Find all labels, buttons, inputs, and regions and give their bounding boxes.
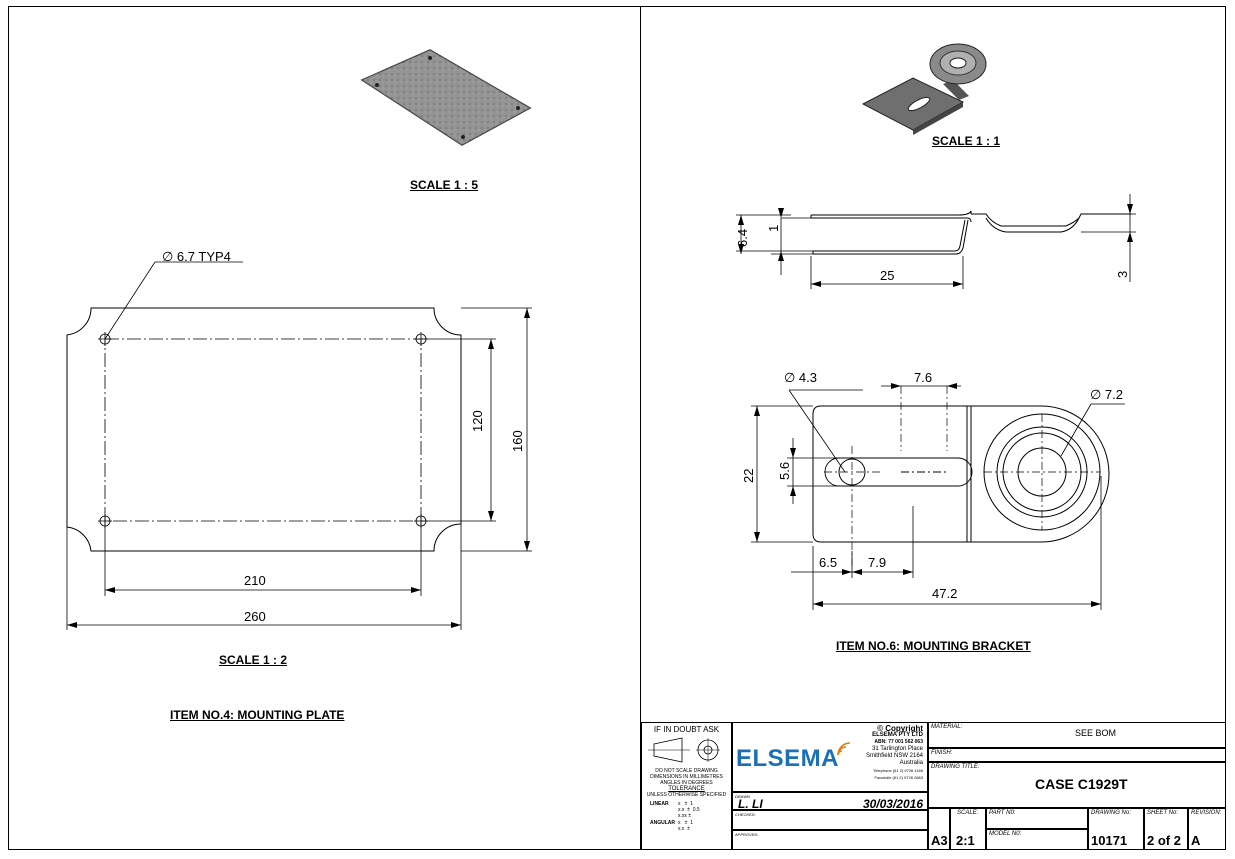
bracket-dim-7-6: 7.6	[914, 370, 933, 385]
bracket-dim-6-5: 6.5	[819, 555, 838, 570]
mounting-bracket-drawing	[736, 43, 1136, 610]
bracket-dim-5-6: 5.6	[777, 461, 792, 480]
bracket-dim-25: 25	[880, 268, 895, 283]
angular-tolerance-values: x ± 1 x.x ±	[678, 820, 693, 832]
drawing-title-cell: DRAWING TITLE: CASE C1929T	[928, 762, 1226, 808]
scale-cell: SCALE: 2:1	[950, 808, 986, 850]
tolerance-heading: TOLERANCE	[668, 786, 705, 792]
title-block: IF IN DOUBT ASK DO NOT SCALE DRAWING DIM…	[641, 722, 1226, 850]
revision-value: A	[1191, 833, 1201, 848]
company-name: ELSEMA PTY LTD	[872, 732, 923, 738]
company-abn: ABN: 77 001 562 063	[874, 739, 923, 745]
angles-note: ANGLES IN DEGREES	[660, 780, 713, 786]
bracket-side-view	[810, 210, 1131, 255]
company-cell: ELSEMA © Copyright ELSEMA PTY LTD ABN: 7…	[732, 722, 928, 792]
bracket-dim-47-2: 47.2	[932, 586, 958, 601]
model-no-cell: MODEL N0:	[986, 829, 1088, 850]
no-scale-note: DO NOT SCALE DRAWING	[655, 768, 718, 774]
address-line2: Smithfield NSW 2164	[865, 753, 923, 759]
phone-number: Telephone (61 2) 9726 1166	[873, 768, 923, 773]
bracket-dim-7-9: 7.9	[868, 555, 887, 570]
sheet-size: A3	[931, 833, 948, 848]
sheet-cell: SHEET No: 2 of 2	[1144, 808, 1188, 850]
linear-tolerance-values: x ± 1 x.x ± 0.5 x.xx ±	[678, 801, 700, 819]
plate-hole-callout: ∅ 6.7 TYP4	[162, 249, 231, 264]
signal-waves-icon	[837, 742, 851, 756]
plate-item-title: ITEM NO.4: MOUNTING PLATE	[170, 708, 345, 722]
plate-outline	[66, 307, 462, 552]
address-line1: 31 Tarlington Place	[872, 746, 923, 752]
drawing-frame	[8, 6, 1226, 850]
revision-cell: REVISION: A	[1188, 808, 1226, 850]
drawing-no-label: DRAWING No:	[1091, 810, 1131, 816]
copyright-label: © Copyright	[877, 724, 923, 733]
checked-label: CHECKED:	[735, 812, 756, 817]
bracket-isometric-view	[861, 43, 987, 135]
bracket-dim-22: 22	[741, 468, 756, 483]
unless-note: UNLESS OTHERWISE SPECIFIED	[646, 792, 727, 798]
projection-symbol-icon	[648, 737, 720, 763]
fax-number: Facsimile (61 2) 9726 2663	[874, 775, 923, 780]
bracket-dim-1: 1	[766, 224, 781, 232]
bracket-dim-hole-large: ∅ 7.2	[1090, 387, 1124, 402]
plate-dim-260: 260	[244, 609, 266, 624]
plate-isometric-view	[360, 49, 532, 146]
material-label: MATERIAL:	[931, 724, 963, 730]
scale-value: 2:1	[956, 833, 975, 848]
approved-cell: APPROVED:	[732, 830, 928, 850]
model-no-label: MODEL N0:	[989, 831, 1022, 837]
approved-label: APPROVED:	[735, 832, 759, 837]
plate-dim-210: 210	[244, 573, 266, 588]
plate-iso-scale-label: SCALE 1 : 5	[410, 178, 479, 192]
sheet-number: 2 of 2	[1147, 833, 1181, 848]
material-cell: MATERIAL: SEE BOM	[928, 722, 1226, 748]
bracket-dim-hole-small: ∅ 4.3	[784, 370, 818, 385]
drawn-cell: DRAWN L. LI 30/03/2016	[732, 792, 928, 810]
material-value: SEE BOM	[1075, 728, 1117, 738]
drawing-title: CASE C1929T	[1035, 776, 1128, 792]
plate-dim-120: 120	[470, 410, 485, 432]
drawn-date: 30/03/2016	[862, 797, 923, 810]
checked-cell: CHECKED:	[732, 810, 928, 830]
drawn-by: L. LI	[738, 797, 763, 810]
bracket-dim-6-4: 6.4	[735, 228, 750, 247]
angular-tolerance-label: ANGULAR	[650, 820, 675, 826]
sheet-label: SHEET No:	[1147, 810, 1179, 816]
size-cell: A3	[928, 808, 950, 850]
finish-label: FINISH:	[931, 750, 953, 756]
plate-scale-label: SCALE 1 : 2	[219, 653, 288, 667]
scale-label: SCALE:	[957, 810, 979, 816]
part-no-label: PART N0:	[989, 810, 1016, 816]
address-country: Australia	[899, 760, 923, 766]
revision-label: REVISION:	[1191, 810, 1222, 816]
drawing-title-label: DRAWING TITLE:	[931, 764, 980, 770]
finish-cell: FINISH:	[928, 748, 1226, 762]
part-no-cell: PART N0:	[986, 808, 1088, 829]
tolerance-cell: IF IN DOUBT ASK DO NOT SCALE DRAWING DIM…	[641, 722, 732, 850]
elsema-logo: ELSEMA	[736, 745, 840, 772]
bracket-dim-3: 3	[1115, 270, 1130, 278]
bracket-front-view	[812, 405, 1110, 543]
drawing-no-cell: DRAWING No: 10171	[1088, 808, 1144, 850]
sheet-divider	[640, 6, 641, 850]
plate-dim-160: 160	[510, 430, 525, 452]
bracket-iso-scale-label: SCALE 1 : 1	[932, 134, 1001, 148]
linear-tolerance-label: LINEAR	[650, 801, 669, 807]
mounting-plate-drawing	[66, 49, 532, 630]
units-note: DIMENSIONS IN MILLIMETRES	[650, 774, 723, 780]
bracket-item-title: ITEM NO.6: MOUNTING BRACKET	[836, 639, 1031, 653]
drawn-label: DRAWN	[735, 794, 751, 799]
drawing-no: 10171	[1091, 833, 1128, 848]
if-in-doubt-label: IF IN DOUBT ASK	[653, 725, 720, 734]
